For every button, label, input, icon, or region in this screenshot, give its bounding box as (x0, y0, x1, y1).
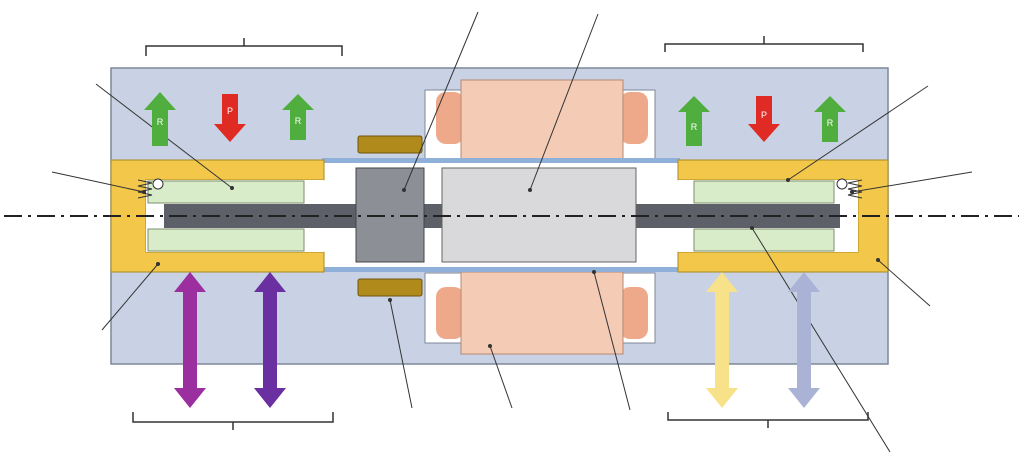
arrow-up-green-right-1: R (678, 96, 710, 146)
double-arrow-yellow (706, 272, 738, 408)
svg-text:R: R (691, 122, 698, 132)
left-bearing-pad-bottom (147, 228, 305, 252)
bracket-top-right (664, 36, 864, 52)
double-arrow-lavender (788, 272, 820, 408)
arrow-down-red-left: P (214, 94, 246, 142)
double-arrow-purple-right (254, 272, 286, 408)
svg-text:P: P (227, 106, 233, 116)
coil-bottom-right-end (620, 287, 648, 339)
bracket-bottom-left (132, 412, 334, 430)
tube-wall-top (322, 158, 680, 163)
coil-bottom (460, 271, 624, 355)
coil-top-left-end (436, 92, 464, 144)
arrow-up-green-left-1: R (144, 92, 176, 146)
arrow-down-red-right: P (748, 96, 780, 142)
svg-text:R: R (157, 117, 164, 127)
tube-wall-bottom (322, 267, 680, 272)
right-bearing-pad-top (693, 180, 835, 204)
left-spring (137, 178, 164, 199)
bracket-top-left (145, 38, 343, 56)
brass-pad-bottom (357, 278, 423, 297)
brass-pad-top (357, 135, 423, 154)
coil-bottom-left-end (436, 287, 464, 339)
leader-arrowheads (142, 178, 880, 348)
coil-top-right-end (620, 92, 648, 144)
double-arrow-purple-left (174, 272, 206, 408)
svg-text:R: R (827, 118, 834, 128)
left-bearing-pad-top (147, 180, 305, 204)
svg-text:R: R (295, 116, 302, 126)
arrow-up-green-right-2: R (814, 96, 846, 142)
bracket-bottom-right (667, 412, 869, 428)
right-spring (836, 178, 863, 199)
svg-text:P: P (761, 110, 767, 120)
coil-top (460, 79, 624, 161)
arrow-up-green-left-2: R (282, 94, 314, 140)
right-bearing-pad-bottom (693, 228, 835, 252)
